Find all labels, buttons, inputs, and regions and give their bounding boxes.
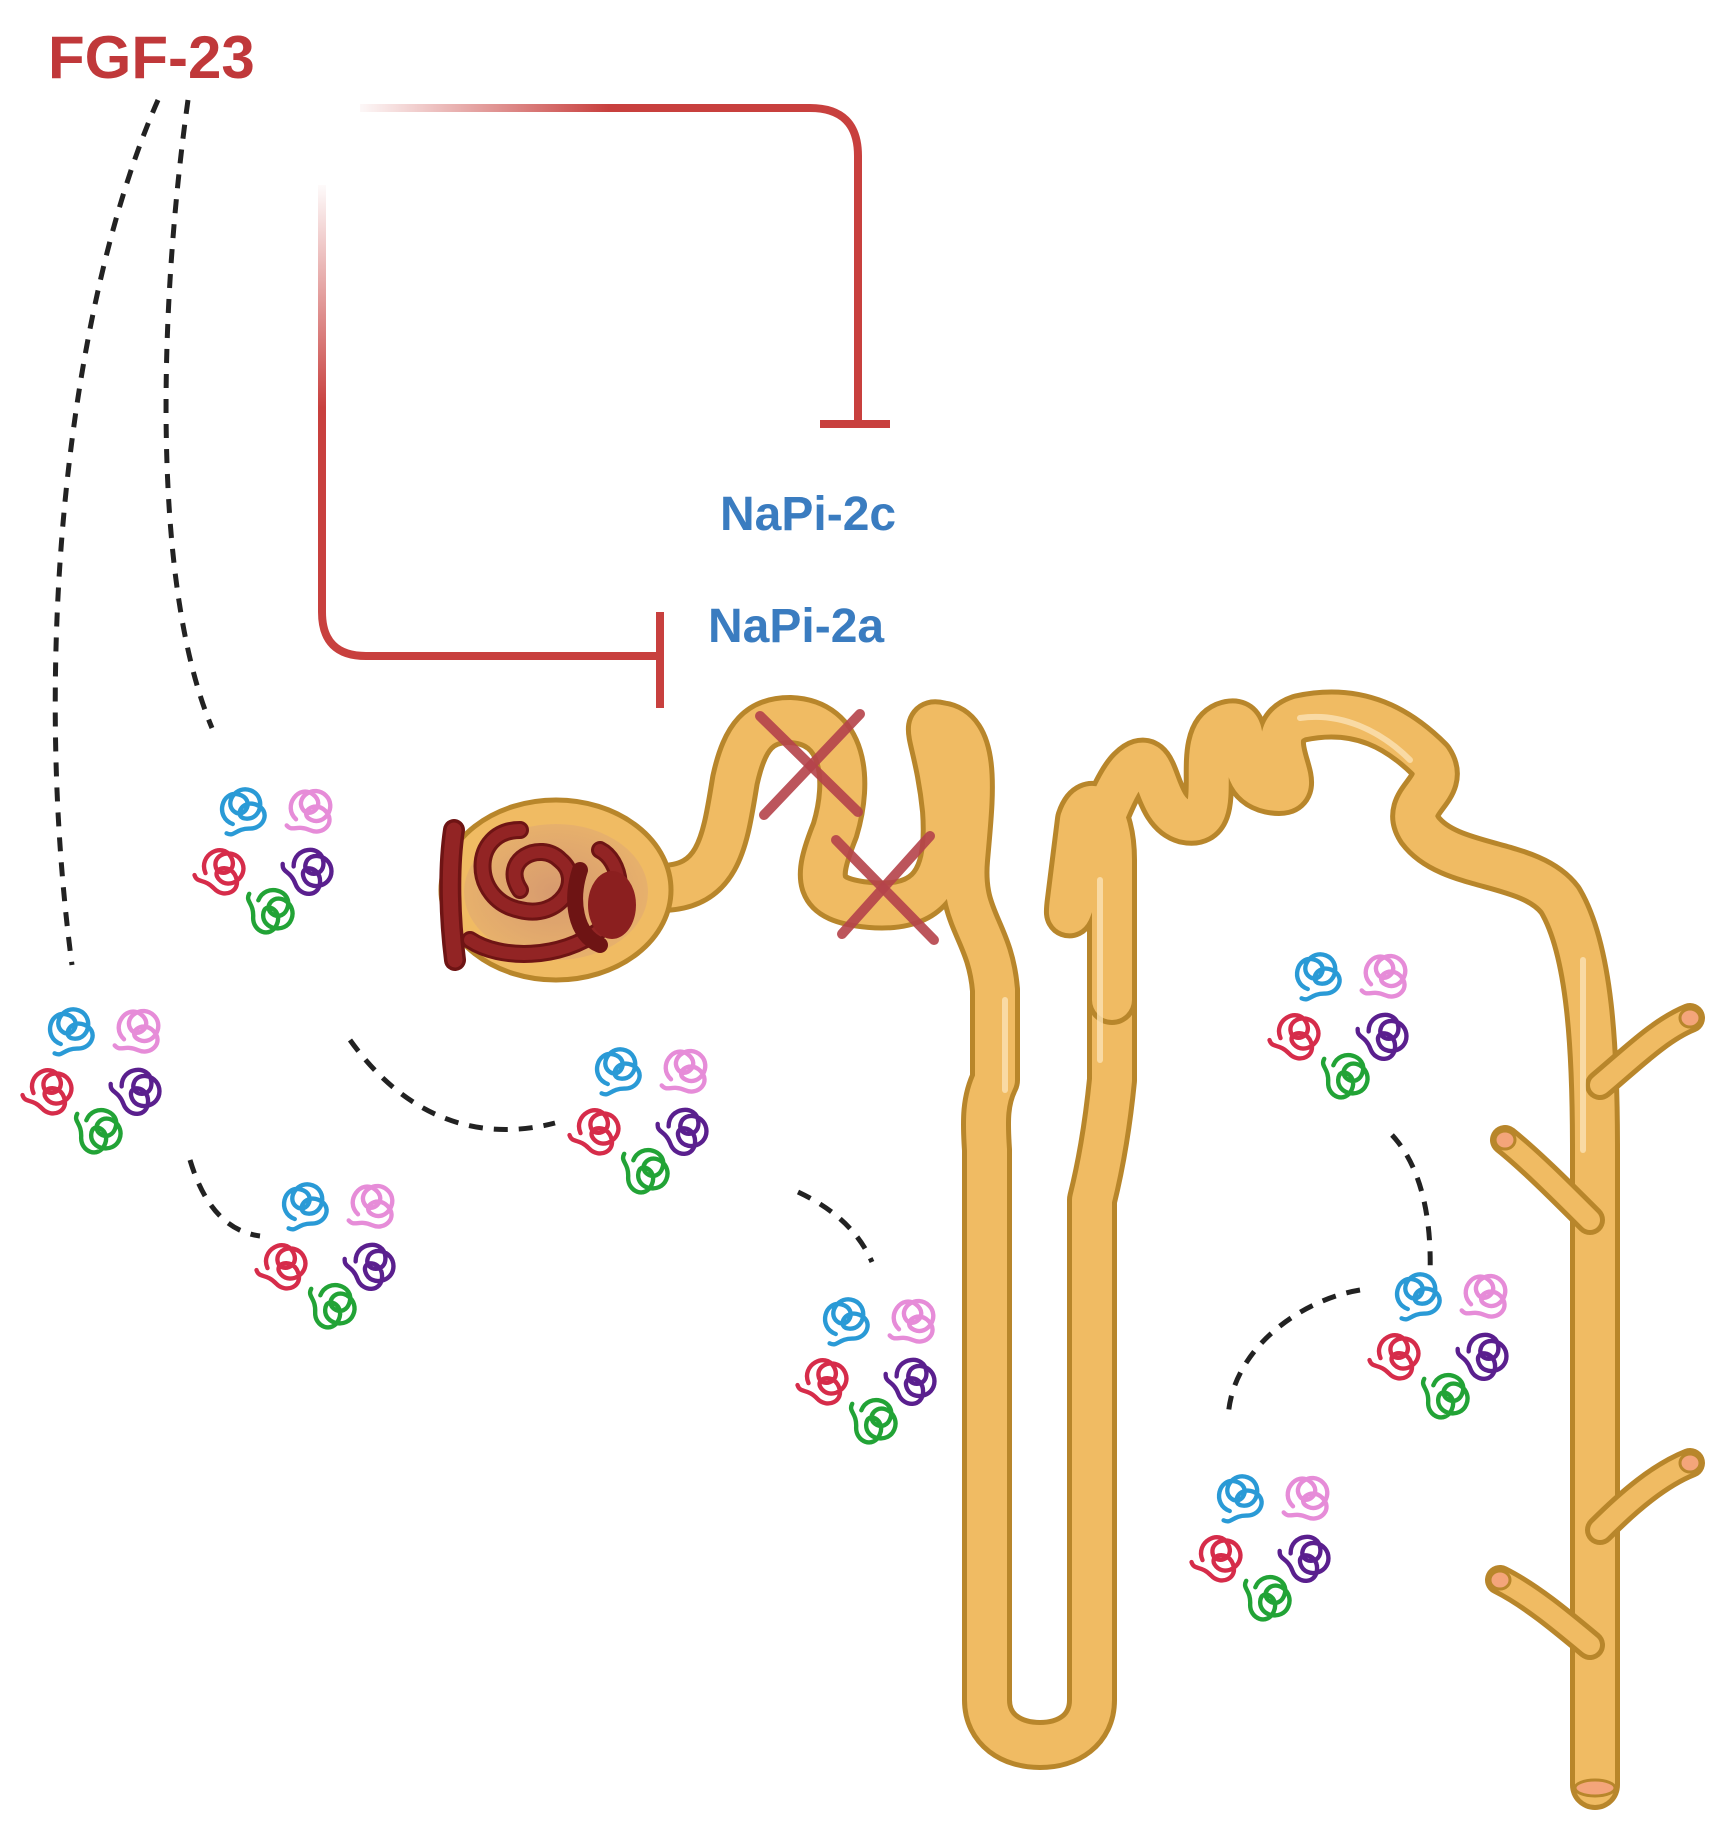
napi-2c-label: NaPi-2c — [720, 488, 896, 541]
protein-coil-icon — [1359, 953, 1408, 999]
protein-coil-icon — [1459, 1273, 1508, 1319]
inhibition-arrow-icon — [318, 185, 664, 708]
protein-coil-icon — [73, 1108, 123, 1155]
protein-cluster — [254, 1182, 396, 1330]
protein-coil-icon — [47, 1007, 95, 1057]
protein-coil-icon — [620, 1148, 670, 1195]
protein-coil-icon — [795, 1358, 849, 1406]
protein-coil-icon — [254, 1243, 308, 1291]
inhibition-arrow-icon — [360, 104, 890, 428]
protein-coil-icon — [284, 788, 333, 834]
protein-coil-icon — [1320, 1053, 1370, 1100]
protein-coil-icon — [307, 1283, 357, 1330]
protein-coil-icon — [567, 1108, 621, 1156]
protein-trajectories — [52, 98, 1433, 1421]
cross-mark-icon — [831, 831, 939, 945]
napi-2a-label: NaPi-2a — [708, 600, 884, 653]
protein-coil-icon — [281, 1182, 329, 1232]
nephron — [438, 689, 1705, 1810]
protein-coil-icon — [1281, 1475, 1330, 1521]
protein-cluster — [795, 1297, 937, 1445]
fgf23-label: FGF-23 — [48, 24, 255, 91]
protein-coil-icon — [1294, 952, 1342, 1002]
protein-cluster — [567, 1047, 709, 1195]
protein-coil-icon — [346, 1183, 395, 1229]
protein-coil-icon — [108, 1067, 162, 1116]
protein-coil-icon — [1216, 1474, 1264, 1524]
protein-coil-icon — [1267, 1013, 1321, 1061]
protein-cluster — [1189, 1474, 1331, 1622]
protein-coil-icon — [1367, 1333, 1421, 1381]
protein-coil-icon — [1277, 1534, 1331, 1583]
protein-coil-icon — [219, 787, 267, 837]
protein-coil-icon — [20, 1068, 74, 1116]
protein-coil-icon — [1420, 1373, 1470, 1420]
protein-coil-icon — [659, 1048, 708, 1094]
protein-coil-icon — [342, 1242, 396, 1291]
protein-coil-icon — [1455, 1332, 1509, 1381]
protein-coil-icon — [887, 1298, 936, 1344]
protein-coil-icon — [1242, 1575, 1292, 1622]
protein-coil-icon — [280, 847, 334, 896]
protein-cluster — [1267, 952, 1409, 1100]
protein-coil-icon — [1189, 1535, 1243, 1583]
protein-cluster — [1367, 1272, 1509, 1420]
protein-coil-icon — [655, 1107, 709, 1156]
protein-coil-icon — [822, 1297, 870, 1347]
cross-mark-icon — [755, 709, 865, 820]
glomerulus — [438, 797, 674, 983]
protein-coil-icon — [883, 1357, 937, 1406]
protein-coil-icon — [245, 888, 295, 935]
protein-coil-icon — [1394, 1272, 1442, 1322]
protein-clusters — [20, 787, 1509, 1622]
protein-coil-icon — [112, 1008, 161, 1054]
protein-cluster — [192, 787, 334, 935]
protein-cluster — [20, 1007, 162, 1155]
protein-coil-icon — [1355, 1012, 1409, 1061]
protein-coil-icon — [848, 1398, 898, 1445]
protein-coil-icon — [192, 848, 246, 896]
protein-coil-icon — [594, 1047, 642, 1097]
